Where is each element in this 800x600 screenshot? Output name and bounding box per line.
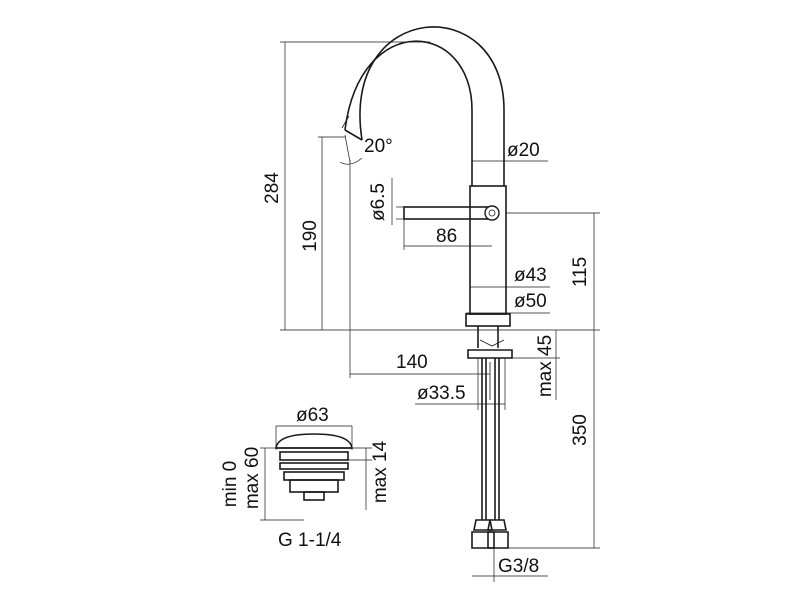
drain-cap bbox=[275, 433, 353, 449]
drain-ring-2 bbox=[279, 462, 349, 470]
drain-max: max 60 bbox=[242, 447, 263, 509]
lever-pivot-inner bbox=[488, 209, 496, 217]
dim-hose-length: 350 bbox=[570, 414, 591, 446]
spout-tip bbox=[344, 129, 363, 141]
dim-base-diameter: ø50 bbox=[514, 291, 547, 312]
dim-body-diameter: ø43 bbox=[514, 265, 547, 286]
drain-stem bbox=[303, 491, 325, 501]
faucet-base bbox=[465, 313, 511, 327]
faucet-body bbox=[469, 185, 507, 315]
drain-assembly: ø63 min 0 max 60 max 14 G 1-1/4 bbox=[220, 405, 391, 551]
spout-outer bbox=[344, 40, 473, 186]
drain-body bbox=[289, 479, 339, 493]
dim-hole-diameter: ø33.5 bbox=[417, 383, 466, 404]
dim-body-height: 115 bbox=[570, 257, 591, 287]
drain-min: min 0 bbox=[220, 461, 241, 507]
hose-fitting-right bbox=[487, 531, 509, 549]
fixing-bracket bbox=[479, 339, 505, 347]
angle-arc bbox=[339, 157, 363, 165]
dim-spout-height: 190 bbox=[300, 220, 321, 252]
drain-max-thickness: max 14 bbox=[370, 440, 391, 503]
dim-hose-thread: G3/8 bbox=[498, 556, 539, 577]
dim-max-deck: max 45 bbox=[535, 335, 556, 397]
drain-ring-1 bbox=[279, 451, 349, 461]
dim-pipe-diameter: ø20 bbox=[507, 140, 540, 161]
dim-lever-diameter: ø6.5 bbox=[368, 183, 389, 221]
drain-cap-diameter: ø63 bbox=[296, 405, 329, 426]
spout-inner bbox=[359, 26, 505, 186]
dim-lever-length: 86 bbox=[436, 226, 457, 247]
faucet bbox=[341, 26, 513, 549]
hose-fitting-left bbox=[471, 531, 495, 549]
drain-ring-3 bbox=[283, 471, 345, 481]
drain-thread: G 1-1/4 bbox=[278, 530, 342, 551]
dimensions: 284 190 20° ø20 ø6.5 86 ø43 ø50 115 bbox=[262, 41, 600, 582]
dim-total-height: 284 bbox=[262, 172, 283, 204]
angle-ref-line bbox=[344, 134, 351, 163]
lever-pivot bbox=[484, 205, 500, 221]
dim-spout-reach: 140 bbox=[396, 352, 428, 373]
dim-spout-angle: 20° bbox=[364, 136, 393, 157]
spout-aerator bbox=[341, 115, 350, 129]
lever-handle bbox=[403, 206, 493, 220]
fixing-plate bbox=[467, 349, 513, 359]
hose-nut-right bbox=[487, 519, 507, 531]
